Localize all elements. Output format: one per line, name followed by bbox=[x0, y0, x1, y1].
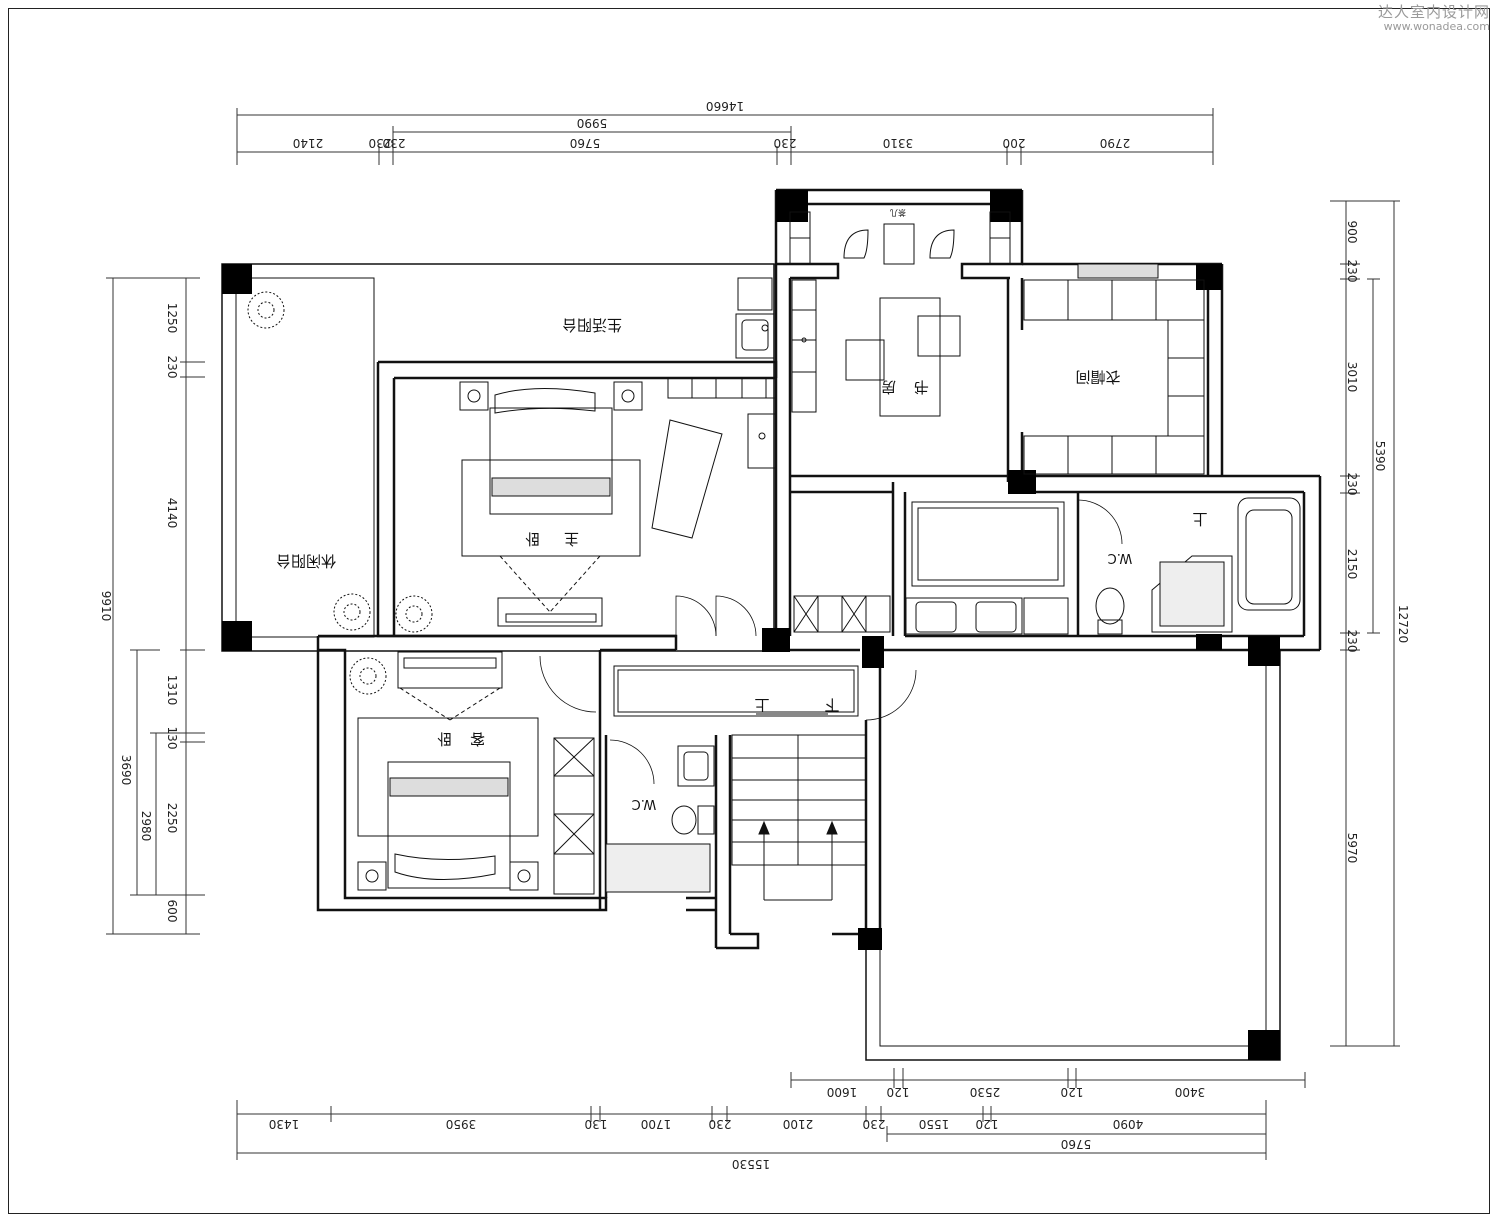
left-dimension-labels: 9910 1250 230 4140 3690 2980 1310 130 22… bbox=[99, 303, 179, 923]
room-labels: 生活阳台 休闲阳台 主卧 客卧 书房 衣帽间 W.C W.C 上 下 上 茶几 bbox=[276, 208, 1208, 811]
dim-bottom2-6: 230 bbox=[863, 1117, 886, 1131]
dim-bottom1-1: 120 bbox=[887, 1085, 910, 1099]
balcony-fixtures bbox=[735, 277, 775, 359]
dim-bottom2-1: 3950 bbox=[446, 1117, 477, 1131]
dim-top-mid: 5990 bbox=[577, 116, 608, 130]
dim-left-0: 1250 bbox=[165, 303, 179, 334]
dim-right-sub: 5390 bbox=[1373, 441, 1387, 472]
watermark: 达人室内设计网 www.wonadea.com bbox=[1378, 4, 1490, 33]
bottom-dimensions bbox=[236, 1068, 1306, 1160]
dim-top-4: 230 bbox=[774, 136, 797, 150]
dim-bottom1-2: 2530 bbox=[970, 1085, 1001, 1099]
dim-left-lower-1: 130 bbox=[165, 727, 179, 750]
dim-bottom2-9: 4090 bbox=[1113, 1117, 1144, 1131]
dim-right-1: 230 bbox=[1345, 260, 1359, 283]
label-bath-up: 上 bbox=[1192, 510, 1207, 528]
doors bbox=[539, 595, 917, 785]
dim-left-lower-2: 2250 bbox=[165, 803, 179, 834]
dim-bottom-sub: 5760 bbox=[1061, 1137, 1092, 1151]
dim-bottom2-8: 120 bbox=[976, 1117, 999, 1131]
bottom-dimension-labels: 1600 120 2530 120 3400 1430 3950 130 170… bbox=[269, 1085, 1206, 1171]
dim-right-6: 5970 bbox=[1345, 833, 1359, 864]
dim-bottom2-4: 230 bbox=[709, 1117, 732, 1131]
dim-top-total: 14660 bbox=[706, 99, 744, 113]
dim-top-7: 2790 bbox=[1100, 136, 1131, 150]
dim-left-lower-0: 1310 bbox=[165, 675, 179, 706]
dim-right-4: 2150 bbox=[1345, 549, 1359, 580]
plants bbox=[247, 291, 433, 695]
dim-right-0: 900 bbox=[1345, 221, 1359, 244]
dim-left-1: 230 bbox=[165, 356, 179, 379]
left-dimensions bbox=[106, 277, 205, 935]
second-bathroom-fixtures bbox=[605, 745, 715, 893]
watermark-title: 达人室内设计网 bbox=[1377, 3, 1490, 21]
dim-right-5: 230 bbox=[1345, 630, 1359, 653]
right-dimensions bbox=[1330, 200, 1400, 1047]
dim-top-2: 230 bbox=[383, 136, 406, 150]
dim-top-0: 2140 bbox=[293, 136, 324, 150]
dim-bottom1-4: 3400 bbox=[1175, 1085, 1206, 1099]
corridor-cabinet bbox=[613, 595, 891, 717]
label-stair-down: 下 bbox=[824, 696, 839, 714]
dim-left-lower-3: 600 bbox=[165, 900, 179, 923]
dim-left-lower-total: 3690 bbox=[119, 755, 133, 786]
dim-left-lower-sub: 2980 bbox=[139, 811, 153, 842]
dim-bottom2-2: 130 bbox=[585, 1117, 608, 1131]
dim-top-5: 3310 bbox=[883, 136, 914, 150]
columns bbox=[222, 190, 1280, 1060]
dim-right-2: 3010 bbox=[1345, 362, 1359, 393]
watermark-url: www.wonadea.com bbox=[1383, 19, 1490, 33]
top-dimension-labels: 14660 5990 2140 230 230 5760 230 3310 20… bbox=[293, 99, 1131, 150]
second-bedroom-furniture bbox=[357, 651, 595, 895]
dim-bottom2-3: 1700 bbox=[641, 1117, 672, 1131]
label-leisure-balcony: 休闲阳台 bbox=[276, 552, 336, 570]
label-stair-up: 上 bbox=[754, 696, 769, 714]
dim-bottom-total: 15530 bbox=[732, 1157, 770, 1171]
label-cloakroom: 衣帽间 bbox=[1075, 368, 1120, 386]
label-wc-master: W.C bbox=[1108, 550, 1133, 565]
right-dimension-labels: 12720 5390 900 230 3010 230 2150 230 597… bbox=[1345, 221, 1410, 864]
dim-top-1: 230 bbox=[369, 136, 392, 150]
cloakroom-cabinets bbox=[1023, 263, 1205, 475]
label-study: 书房 bbox=[863, 378, 929, 396]
dim-top-6: 200 bbox=[1003, 136, 1026, 150]
drawing-frame bbox=[8, 8, 1490, 1214]
top-dimensions bbox=[236, 108, 1214, 165]
staircase bbox=[731, 713, 867, 901]
dim-bottom2-5: 2100 bbox=[783, 1117, 814, 1131]
dim-right-3: 230 bbox=[1345, 473, 1359, 496]
dim-bottom2-7: 1550 bbox=[919, 1117, 950, 1131]
label-living-balcony: 生活阳台 bbox=[562, 316, 622, 334]
dim-right-total: 12720 bbox=[1396, 605, 1410, 643]
study-furniture bbox=[789, 211, 1011, 417]
dim-left-total: 9910 bbox=[99, 591, 113, 622]
master-bed bbox=[459, 377, 777, 627]
label-wc-second: W.C bbox=[632, 796, 657, 811]
dim-bottom1-0: 1600 bbox=[827, 1085, 858, 1099]
label-tea-area: 茶几 bbox=[890, 208, 906, 218]
dim-bottom2-0: 1430 bbox=[269, 1117, 300, 1131]
label-master-bedroom: 主卧 bbox=[501, 530, 579, 548]
dim-left-2: 4140 bbox=[165, 498, 179, 529]
dim-top-3: 5760 bbox=[570, 136, 601, 150]
label-second-bedroom: 客卧 bbox=[419, 730, 485, 748]
master-bathroom-fixtures bbox=[905, 497, 1301, 635]
dim-bottom1-3: 120 bbox=[1061, 1085, 1084, 1099]
walls bbox=[221, 188, 1322, 1061]
